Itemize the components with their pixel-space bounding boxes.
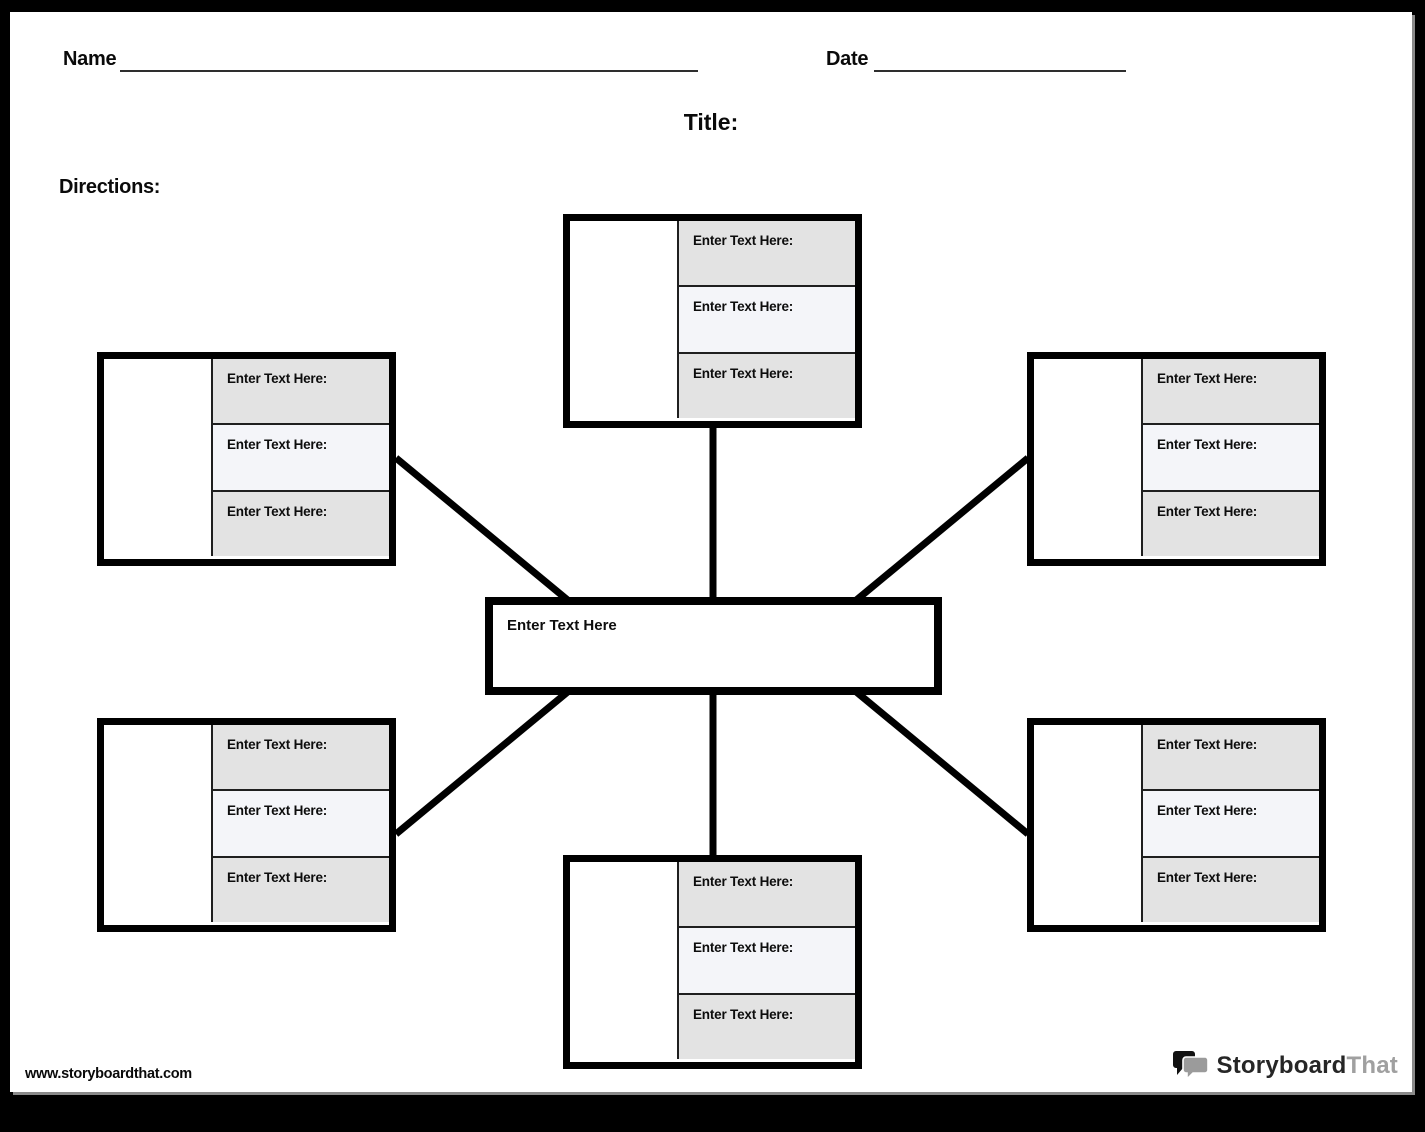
text-cell[interactable]: Enter Text Here: [679,351,855,418]
name-label: Name [63,48,117,70]
text-cell[interactable]: Enter Text Here: [679,221,855,286]
text-cell[interactable]: Enter Text Here: [213,855,389,922]
spoke-box-bottom-right: Enter Text Here: Enter Text Here: Enter … [1027,718,1326,932]
spoke-box-top-right: Enter Text Here: Enter Text Here: Enter … [1027,352,1326,566]
connector-lines [393,424,1031,862]
text-cell[interactable]: Enter Text Here: [213,423,389,490]
brand-secondary-text: That [1346,1052,1398,1079]
text-cell[interactable]: Enter Text Here: [1143,789,1319,856]
spoke-box-top-left: Enter Text Here: Enter Text Here: Enter … [97,352,396,566]
spoke-box-top-center: Enter Text Here: Enter Text Here: Enter … [563,214,862,428]
speech-bubbles-icon [1172,1051,1209,1081]
text-cell[interactable]: Enter Text Here: [1143,489,1319,556]
worksheet-page: Name Date Title: Directions: Enter Text … [10,12,1412,1092]
image-area[interactable] [570,862,677,1062]
text-cell[interactable]: Enter Text Here: [213,725,389,790]
text-cell[interactable]: Enter Text Here: [679,862,855,927]
text-cell[interactable]: Enter Text Here: [679,926,855,993]
image-area[interactable] [1034,725,1141,925]
text-cell[interactable]: Enter Text Here: [1143,855,1319,922]
directions-label: Directions: [59,176,161,198]
brand-wordmark: StoryboardThat [1217,1052,1398,1080]
name-input-line[interactable] [120,70,698,72]
spoke-box-bottom-center: Enter Text Here: Enter Text Here: Enter … [563,855,862,1069]
image-area[interactable] [1034,359,1141,559]
text-cell[interactable]: Enter Text Here: [1143,725,1319,790]
image-area[interactable] [104,359,211,559]
text-cell[interactable]: Enter Text Here: [679,992,855,1059]
date-input-line[interactable] [874,70,1126,72]
storyboardthat-logo: StoryboardThat [1172,1050,1398,1082]
image-area[interactable] [570,221,677,421]
text-cell[interactable]: Enter Text Here: [213,359,389,424]
image-area[interactable] [104,725,211,925]
brand-primary-text: Storyboard [1216,1052,1347,1079]
text-cell[interactable]: Enter Text Here: [1143,423,1319,490]
date-label: Date [826,48,869,70]
page-title: Title: [683,109,739,135]
text-cell[interactable]: Enter Text Here: [213,789,389,856]
text-cell[interactable]: Enter Text Here: [213,489,389,556]
center-topic-box[interactable]: Enter Text Here [485,597,942,695]
text-cell[interactable]: Enter Text Here: [679,285,855,352]
spoke-box-bottom-left: Enter Text Here: Enter Text Here: Enter … [97,718,396,932]
website-url: www.storyboardthat.com [25,1066,192,1082]
text-cell[interactable]: Enter Text Here: [1143,359,1319,424]
